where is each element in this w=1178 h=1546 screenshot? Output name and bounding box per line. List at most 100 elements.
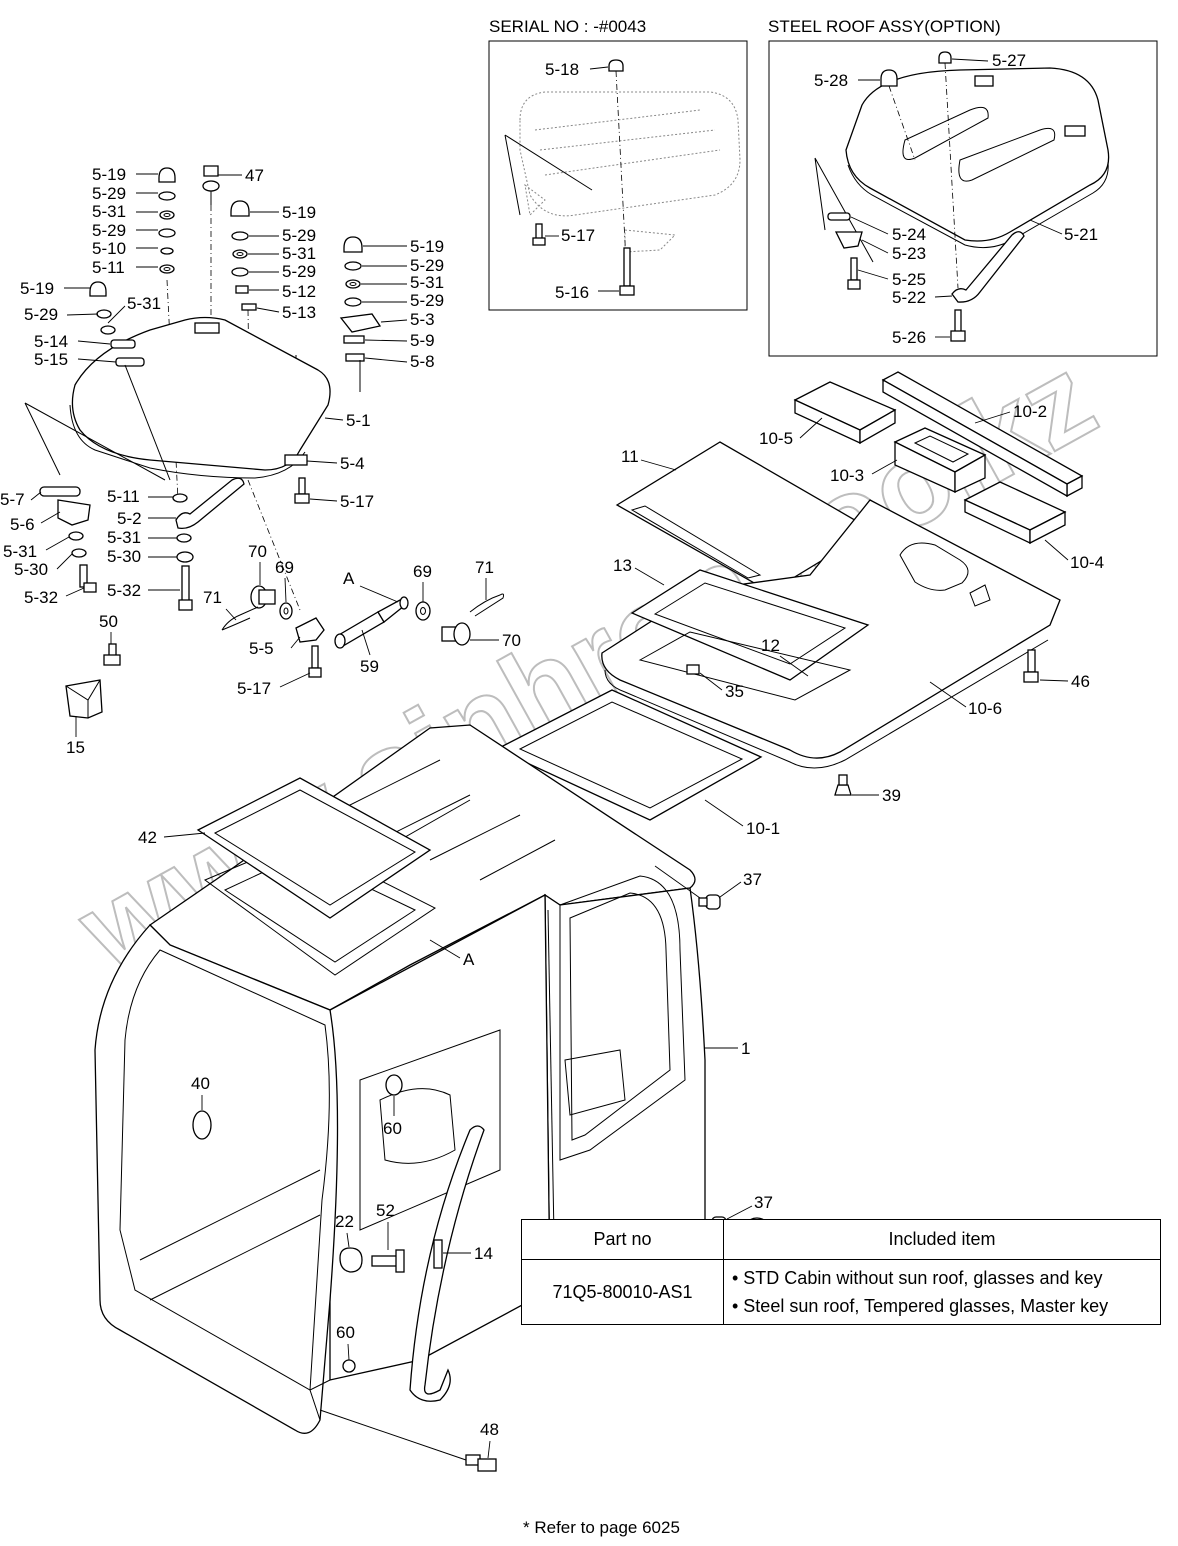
callout-label: 5-28	[814, 71, 848, 90]
callout-label: 10-4	[1070, 553, 1104, 572]
callout-label: 1	[741, 1039, 750, 1058]
callout-label: 60	[336, 1323, 355, 1342]
callout-label: 15	[66, 738, 85, 757]
callout-label: 5-27	[992, 51, 1026, 70]
callout-label: 5-11	[107, 487, 140, 506]
callout-label: 10-3	[830, 466, 864, 485]
callout-label: 35	[725, 682, 744, 701]
callout-label: 5-3	[410, 310, 435, 329]
callout-label: 50	[99, 612, 118, 631]
callout-label: 5-31	[410, 273, 444, 292]
callout-label: 69	[413, 562, 432, 581]
gas-spring-callouts: 70 69 71 5-5 5-17 A 69 71 70 59	[203, 542, 521, 698]
callout-label: 5-31	[92, 202, 126, 221]
callout-label: 5-19	[410, 237, 444, 256]
table-header-row: Part no Included item	[521, 1219, 1161, 1260]
gas-spring-assembly: 70 69 71 5-5 5-17 A 69 71 70 59	[203, 542, 521, 698]
callout-label: 5-26	[892, 328, 926, 347]
callout-label: 46	[1071, 672, 1090, 691]
cell-included-items: • STD Cabin without sun roof, glasses an…	[723, 1259, 1161, 1325]
roof-hatch-callouts: 5-19 5-29 5-31 5-29 5-10 5-11 47 5-19 5-…	[0, 165, 444, 607]
callout-label: A	[463, 950, 475, 969]
callout-label: 5-15	[34, 350, 68, 369]
callout-label: 10-2	[1013, 402, 1047, 421]
included-item: • STD Cabin without sun roof, glasses an…	[732, 1268, 1103, 1288]
callout-label: 5-24	[892, 225, 926, 244]
callout-label: 5-18	[545, 60, 579, 79]
callout-label: 69	[275, 558, 294, 577]
callout-label: 5-31	[3, 542, 37, 561]
callout-label: 5-4	[340, 454, 365, 473]
callout-label: 70	[502, 631, 521, 650]
callout-label: 5-8	[410, 352, 435, 371]
callout-label: 5-19	[20, 279, 54, 298]
inset-serial: SERIAL NO : -#0043 5-18 5-17 5-16	[488, 17, 748, 311]
callout-label: 5-9	[410, 331, 435, 350]
callout-label: 5-29	[410, 291, 444, 310]
header-part-no: Part no	[521, 1219, 724, 1260]
callout-label: 5-17	[237, 679, 271, 698]
callout-label: 52	[376, 1201, 395, 1220]
callout-label: 5-21	[1064, 225, 1098, 244]
callout-label: 5-19	[92, 165, 126, 184]
callout-label: 42	[138, 828, 157, 847]
callout-label: 5-32	[24, 588, 58, 607]
callout-label: 5-29	[92, 184, 126, 203]
callout-label: 22	[335, 1212, 354, 1231]
callout-label: 14	[474, 1244, 493, 1263]
callout-label: 5-32	[107, 581, 141, 600]
callout-label: 5-29	[282, 262, 316, 281]
callout-label: 5-30	[14, 560, 48, 579]
callout-label: 5-12	[282, 282, 316, 301]
callout-label: 5-31	[127, 294, 161, 313]
callout-label: 40	[191, 1074, 210, 1093]
callout-label: 13	[613, 556, 632, 575]
callout-label: 60	[383, 1119, 402, 1138]
callout-label: 5-29	[282, 226, 316, 245]
cell-part-no: 71Q5-80010-AS1	[521, 1259, 724, 1325]
callout-label: 10-1	[746, 819, 780, 838]
callout-label: 5-13	[282, 303, 316, 322]
roof-hatch-explosion: 5-19 5-29 5-31 5-29 5-10 5-11 47 5-19 5-…	[0, 165, 444, 611]
callout-label: 5-19	[282, 203, 316, 222]
callout-label: 10-5	[759, 429, 793, 448]
callout-label: 5-31	[107, 528, 141, 547]
callout-label: 71	[203, 588, 222, 607]
callout-label: 70	[248, 542, 267, 561]
callout-label: 10-6	[968, 699, 1002, 718]
callout-label: 5-23	[892, 244, 926, 263]
table-row: 71Q5-80010-AS1 • STD Cabin without sun r…	[521, 1259, 1161, 1325]
callout-label: 5-22	[892, 288, 926, 307]
callout-label: 5-11	[92, 258, 125, 277]
callout-label: 47	[245, 166, 264, 185]
inset-serial-title: SERIAL NO : -#0043	[489, 17, 646, 36]
callout-label: 5-5	[249, 639, 274, 658]
inset-serial-callouts: 5-18 5-17 5-16	[545, 60, 619, 302]
inset-steel-roof-callouts: 5-27 5-28 5-21 5-24 5-23 5-25 5-22 5-26	[814, 51, 1098, 347]
callout-label: 48	[480, 1420, 499, 1439]
callout-label: 39	[882, 786, 901, 805]
callout-label: 5-25	[892, 270, 926, 289]
callout-label: 5-29	[92, 221, 126, 240]
callout-label: 5-17	[561, 226, 595, 245]
callout-label: 12	[761, 636, 780, 655]
callout-label: 37	[743, 870, 762, 889]
callout-label: 5-29	[410, 256, 444, 275]
inset-steel-roof-title: STEEL ROOF ASSY(OPTION)	[768, 17, 1001, 36]
callout-label: 5-2	[117, 509, 142, 528]
callout-label: A	[343, 569, 355, 588]
callout-label: 59	[360, 657, 379, 676]
callout-label: 11	[621, 447, 639, 466]
callout-label: 5-16	[555, 283, 589, 302]
callout-label: 5-14	[34, 332, 68, 351]
callout-label: 5-30	[107, 547, 141, 566]
callout-label: 5-29	[24, 305, 58, 324]
table-footnote: * Refer to page 6025	[523, 1518, 680, 1537]
included-items-table: Part no Included item 71Q5-80010-AS1 • S…	[521, 1219, 1161, 1325]
callout-label: 37	[754, 1193, 773, 1212]
callout-label: 5-1	[346, 411, 371, 430]
callout-label: 5-17	[340, 492, 374, 511]
bracket-15-assembly: 50 15	[65, 612, 121, 757]
header-included-item: Included item	[723, 1219, 1161, 1260]
